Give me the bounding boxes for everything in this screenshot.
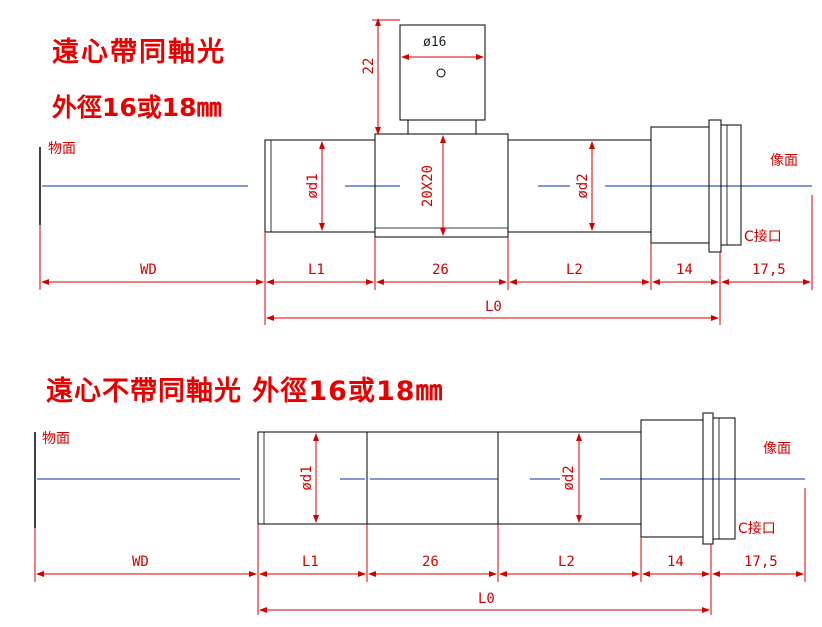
bottom-drawing (34, 412, 806, 615)
bottom-mount-label: C接口 (738, 521, 776, 537)
bottom-label-14: 14 (667, 554, 684, 570)
top-label-wd: WD (140, 262, 157, 278)
bottom-label-l2: L2 (558, 554, 575, 570)
top-dim-d2: ød2 (575, 173, 591, 199)
top-object-plane-label: 物面 (48, 141, 76, 157)
top-title-line2: 外徑16或18㎜ (52, 93, 222, 122)
top-label-l0: L0 (485, 299, 502, 315)
bottom-object-plane-label: 物面 (42, 431, 70, 447)
top-label-14: 14 (676, 262, 693, 278)
top-dim-d1: ød1 (305, 173, 321, 199)
top-drawing (39, 18, 813, 325)
bottom-label-26: 26 (422, 554, 439, 570)
bottom-label-wd: WD (132, 554, 149, 570)
top-mount-label: C接口 (744, 229, 782, 245)
top-mount-body (650, 126, 710, 244)
top-title-line1: 遠心帶同軸光 (52, 37, 226, 68)
top-dim-d16: ø16 (423, 35, 447, 50)
bottom-dim-d2: ød2 (561, 465, 577, 491)
bottom-label-l0: L0 (478, 591, 495, 607)
top-image-plane-label: 像面 (770, 153, 798, 169)
bottom-image-plane-label: 像面 (763, 441, 791, 457)
top-dim-square: 20X20 (420, 164, 436, 208)
bottom-dim-d1: ød1 (299, 465, 315, 491)
top-dim-22: 22 (361, 57, 377, 75)
bottom-label-17-5: 17,5 (744, 554, 778, 570)
top-label-26: 26 (432, 262, 449, 278)
top-label-l1: L1 (308, 262, 325, 278)
bottom-front-barrel (257, 431, 642, 525)
bottom-label-l1: L1 (302, 554, 319, 570)
bottom-title: 遠心不帶同軸光 外徑16或18㎜ (46, 376, 444, 407)
top-light-housing (399, 24, 486, 121)
top-label-17-5: 17,5 (752, 262, 786, 278)
top-label-l2: L2 (566, 262, 583, 278)
top-light-neck (407, 119, 477, 135)
